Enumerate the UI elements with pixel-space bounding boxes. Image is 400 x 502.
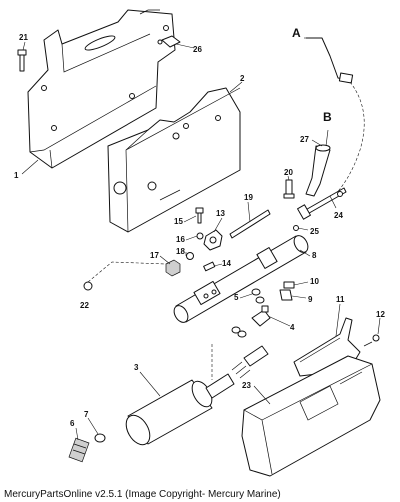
fitting-part-6 bbox=[68, 437, 90, 463]
callout-15: 15 bbox=[174, 217, 183, 226]
pin-part-19 bbox=[229, 209, 271, 239]
view-letter-a: A bbox=[292, 26, 301, 40]
fuel-pump-part-3 bbox=[125, 344, 269, 446]
callout-22: 22 bbox=[80, 301, 89, 310]
washer-part-16 bbox=[196, 232, 204, 240]
callout-27: 27 bbox=[300, 135, 309, 144]
callout-6: 6 bbox=[70, 419, 75, 428]
callout-16: 16 bbox=[176, 235, 185, 244]
callout-1: 1 bbox=[14, 171, 19, 180]
o-ring-part-7 bbox=[94, 433, 106, 443]
washer-part-18 bbox=[186, 252, 194, 260]
callout-26: 26 bbox=[193, 45, 202, 54]
image-copyright-caption: MercuryPartsOnline v2.5.1 (Image Copyrig… bbox=[4, 489, 281, 500]
rod-part-24 bbox=[297, 187, 347, 220]
elbow-part-9 bbox=[279, 289, 293, 301]
callout-19: 19 bbox=[244, 193, 253, 202]
callout-5: 5 bbox=[234, 293, 239, 302]
callout-17: 17 bbox=[150, 251, 159, 260]
view-letters: A B bbox=[292, 26, 332, 124]
exploded-parts-diagram: A B 21 26 1 2 27 20 19 15 13 16 18 17 14… bbox=[14, 9, 385, 477]
bracket-part-13 bbox=[203, 229, 223, 251]
view-letter-b: B bbox=[323, 110, 332, 124]
screw-part-12 bbox=[363, 334, 380, 347]
grommet-part-25 bbox=[293, 225, 299, 231]
hose-part-27 bbox=[305, 144, 331, 197]
callout-13: 13 bbox=[216, 209, 225, 218]
callout-14: 14 bbox=[222, 259, 231, 268]
fitting-part-20 bbox=[283, 179, 295, 199]
callout-9: 9 bbox=[308, 295, 313, 304]
clamp-part-14 bbox=[203, 261, 216, 272]
callout-11: 11 bbox=[336, 295, 345, 304]
tray-part-23 bbox=[241, 355, 381, 477]
filter-body-part-8 bbox=[173, 235, 309, 323]
callout-7: 7 bbox=[84, 410, 89, 419]
detail-a-hose-fitting bbox=[306, 37, 365, 199]
callout-8: 8 bbox=[312, 251, 317, 260]
callout-21: 21 bbox=[19, 33, 28, 42]
o-rings-part-5 bbox=[231, 288, 265, 338]
callout-12: 12 bbox=[376, 310, 385, 319]
callout-4: 4 bbox=[290, 323, 295, 332]
part-callouts: 21 26 1 2 27 20 19 15 13 16 18 17 14 25 … bbox=[14, 33, 385, 428]
nut-part-17 bbox=[165, 259, 181, 277]
callout-3: 3 bbox=[134, 363, 139, 372]
housing-part-2 bbox=[107, 87, 241, 233]
clip-part-26 bbox=[161, 35, 181, 48]
callout-25: 25 bbox=[310, 227, 319, 236]
screw-part-15 bbox=[195, 207, 204, 224]
callout-23: 23 bbox=[242, 381, 251, 390]
fitting-part-10 bbox=[283, 281, 295, 289]
bolt-part-21 bbox=[17, 49, 27, 72]
cap-part-22 bbox=[83, 281, 93, 291]
callout-10: 10 bbox=[310, 277, 319, 286]
leader-lines bbox=[21, 37, 381, 441]
callout-24: 24 bbox=[334, 211, 343, 220]
callout-18: 18 bbox=[176, 247, 185, 256]
callout-20: 20 bbox=[284, 168, 293, 177]
connector-part-4 bbox=[251, 305, 271, 327]
mounting-bracket-part-1 bbox=[27, 9, 176, 169]
callout-2: 2 bbox=[240, 74, 245, 83]
